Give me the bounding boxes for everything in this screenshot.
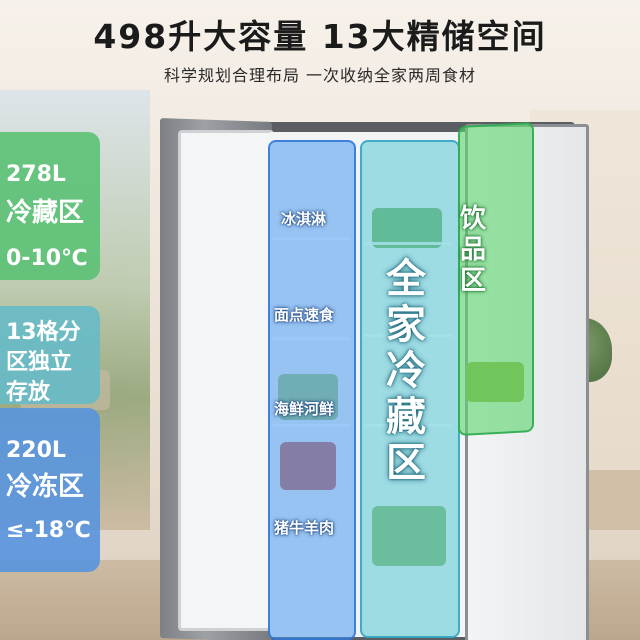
freezer-zone-highlight [268,140,356,640]
tag-meat: 猪牛羊肉 [274,519,335,537]
drink-zone-char: 饮 [459,204,486,234]
drink-zone-label: 饮 品 区 [455,204,491,297]
chill-zone-char: 家 [386,302,426,348]
freeze-info-panel: 220L 冷冻区 ≤-18℃ [0,408,100,572]
freeze-temp: ≤-18℃ [6,518,91,543]
drink-zone-char: 区 [459,266,486,296]
tag-pastry-instant: 面点速食 [274,306,335,324]
chill-zone-char: 全 [386,256,426,302]
drink-zone-char: 品 [459,235,486,265]
compartment-line-2: 区独立 [6,350,73,375]
chill-info-panel: 278L 冷藏区 0-10℃ [0,132,100,280]
tag-seafood: 海鲜河鲜 [274,400,335,418]
chill-name: 冷藏区 [6,198,85,228]
headline: 498升大容量 13大精储空间 [93,17,547,56]
compartment-line-3: 存放 [6,380,51,405]
chill-zone-label: 全 家 冷 藏 区 [378,256,434,486]
compartment-info-panel: 13格分 区独立 存放 [0,306,100,405]
tag-ice-cream: 冰淇淋 [281,210,327,228]
freeze-name: 冷冻区 [6,472,85,502]
chill-zone-char: 藏 [386,394,426,440]
chill-zone-char: 区 [386,440,426,486]
compartment-line-1: 13格分 [6,320,81,345]
subtitle: 科学规划合理布局 一次收纳全家两周食材 [163,66,477,85]
refrigerator: 冰淇淋 面点速食 海鲜河鲜 猪牛羊肉 全 家 冷 藏 区 饮 品 区 [150,112,589,640]
chill-zone-char: 冷 [386,348,426,394]
freezer-door-liner [178,130,274,631]
freeze-capacity: 220L [6,438,66,463]
chill-temp: 0-10℃ [6,246,88,271]
chill-capacity: 278L [6,162,66,187]
chill-zone-highlight [360,140,460,638]
